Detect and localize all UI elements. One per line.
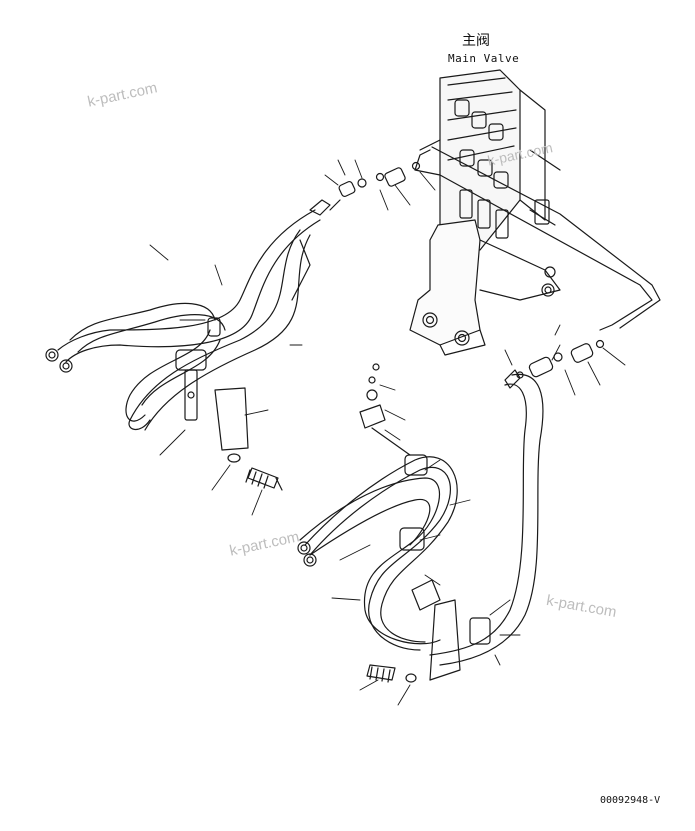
steel-pipe: [414, 139, 661, 331]
lower-hoses: [297, 456, 458, 651]
right-fittings: [516, 339, 605, 379]
main-valve-label-en: Main Valve: [448, 52, 520, 65]
center-clamps: [359, 363, 491, 683]
main-valve-label-cn: 主阀: [462, 33, 490, 49]
upper-left-hoses: [45, 209, 321, 431]
valve-frame: [409, 219, 561, 356]
upper-fittings: [309, 161, 421, 216]
left-clamp: [175, 317, 283, 491]
leader-lines: [149, 159, 626, 706]
drawing-code: 00092948-V: [600, 795, 661, 806]
right-long-hoses: [429, 369, 544, 666]
